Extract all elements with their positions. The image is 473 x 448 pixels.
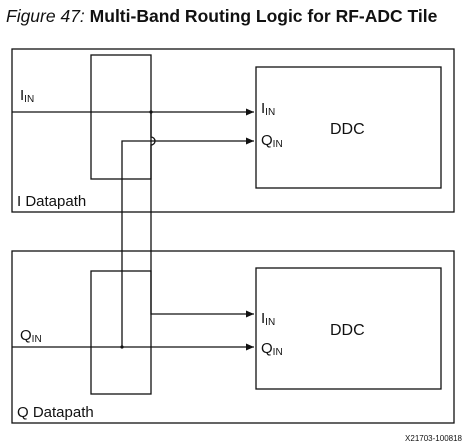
doc-code: X21703-100818: [405, 434, 462, 443]
q-ddc-port-i-label: IIN: [261, 310, 275, 328]
i-router-block: [90, 54, 152, 180]
i-junction-dot: [149, 110, 153, 114]
q-ddc-label: DDC: [330, 322, 365, 339]
q-input-label: QIN: [20, 327, 42, 345]
figure-title: Multi-Band Routing Logic for RF-ADC Tile: [89, 6, 438, 26]
figure-caption: Figure 47: Multi-Band Routing Logic for …: [6, 6, 437, 27]
i-input-label: IIN: [20, 87, 34, 105]
i-ddc-port-i-label: IIN: [261, 100, 275, 118]
i-to-q-ddc-line: [150, 112, 254, 318]
q-router-block: [90, 270, 152, 395]
q-ddc-port-q-label: QIN: [261, 340, 283, 358]
i-ddc-label: DDC: [330, 121, 365, 138]
q-datapath-box: [11, 250, 455, 424]
i-datapath-label: I Datapath: [17, 193, 86, 210]
i-datapath-box: [11, 48, 455, 213]
q-datapath-label: Q Datapath: [17, 404, 94, 421]
i-ddc-block: [255, 66, 442, 189]
q-junction-dot: [120, 345, 124, 349]
i-ddc-port-q-label: QIN: [261, 132, 283, 150]
q-to-i-ddc-line: [121, 137, 254, 347]
q-ddc-block: [255, 267, 442, 390]
figure-label: Figure 47:: [6, 6, 85, 26]
